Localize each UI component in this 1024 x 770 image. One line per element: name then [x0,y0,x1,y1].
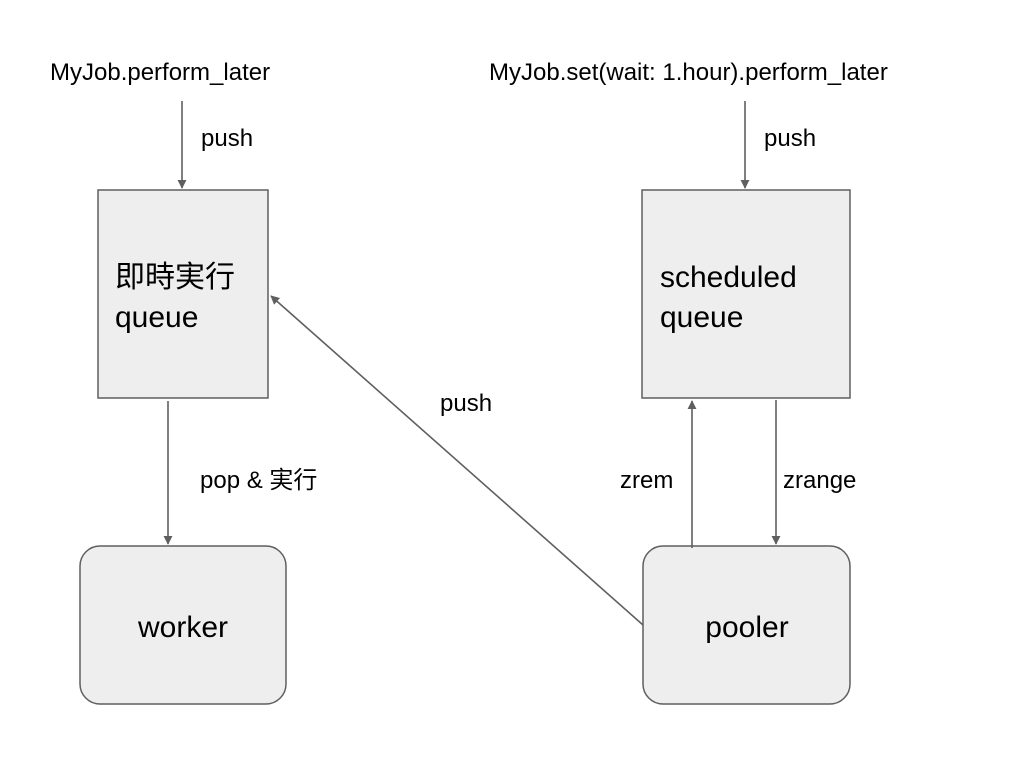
immediate-queue-label-line2: queue [115,301,198,334]
arrow-pooler-push-to-immediate-queue [270,295,644,626]
source-label-immediate: MyJob.perform_later [50,59,270,86]
scheduled-queue-box [641,189,851,399]
edge-label-push-immediate: push [201,125,253,152]
scheduled-queue-label-line2: queue [660,301,743,334]
worker-box [79,545,287,705]
immediate-queue-label-line1: 即時実行 [115,261,235,294]
edge-label-pop-execute: pop & 実行 [200,467,317,494]
source-label-scheduled: MyJob.set(wait: 1.hour).perform_later [489,59,888,86]
scheduled-queue-label-line1: scheduled [660,261,797,294]
edge-label-push-scheduled: push [764,125,816,152]
immediate-queue-box [97,189,269,399]
worker-label: worker [137,611,228,644]
edge-label-zrange: zrange [783,467,856,494]
edge-label-zrem: zrem [620,467,673,494]
pooler-label: pooler [705,611,788,644]
edge-label-pooler-push: push [440,390,492,417]
